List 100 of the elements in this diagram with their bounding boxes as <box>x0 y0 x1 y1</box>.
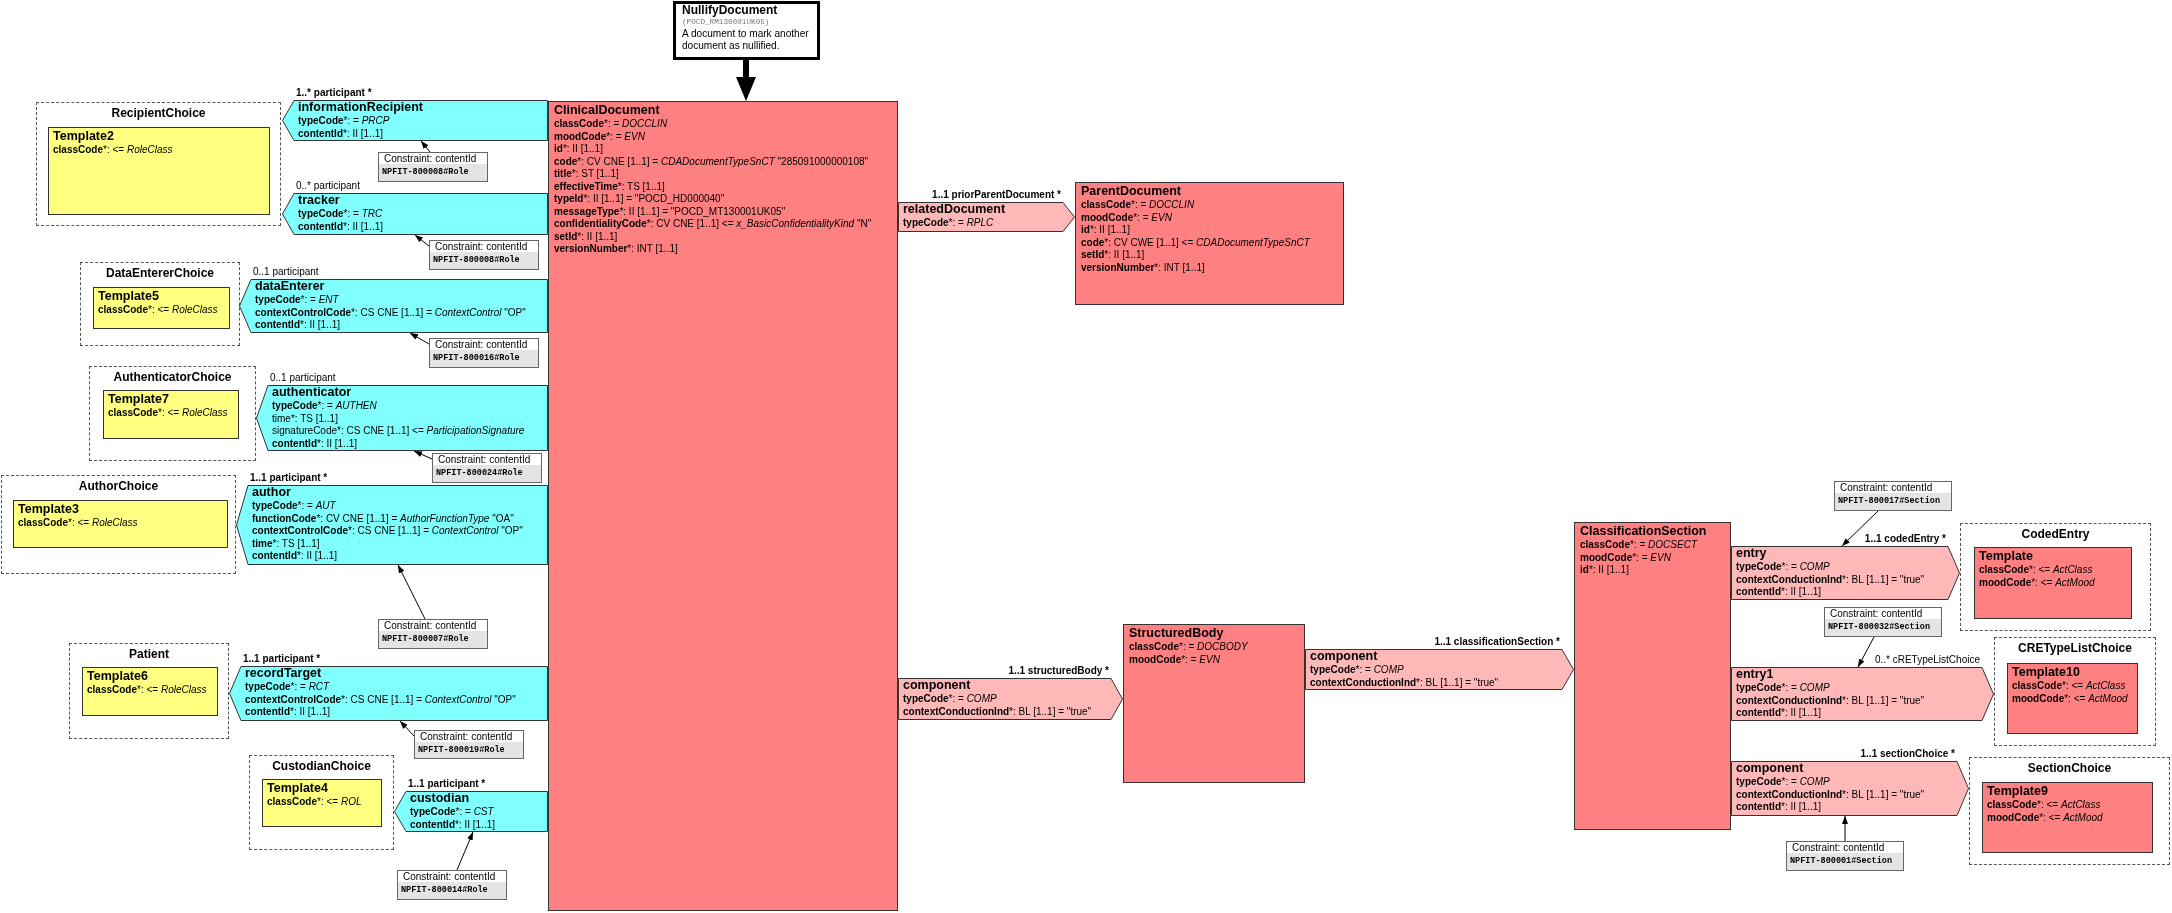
attribute-line: typeCode*: = COMP <box>1736 682 1830 695</box>
attribute-line: classCode*: <= RoleClass <box>108 407 228 420</box>
choice-box <box>80 262 240 346</box>
attribute-line: typeCode*: = ENT <box>255 294 339 307</box>
constraint-code: NPFIT-800008#Role <box>381 166 470 178</box>
template-box <box>2007 663 2138 734</box>
choice-box <box>36 102 281 226</box>
cardinality-label: 1..1 participant * <box>408 778 486 790</box>
template-box <box>103 390 239 439</box>
constraint-note <box>378 152 488 182</box>
cardinality-label: 1..1 priorParentDocument * <box>932 189 1061 201</box>
class-name: Template5 <box>98 289 159 304</box>
class-name: Template4 <box>267 781 328 796</box>
attribute-line: classCode*: = DOCCLIN <box>554 118 668 131</box>
arrow <box>1842 815 1848 842</box>
attribute-line: classCode*: = DOCSECT <box>1580 539 1697 552</box>
class-box <box>548 101 898 911</box>
relationship-name: informationRecipient <box>298 100 423 115</box>
attribute-line: typeCode*: = COMP <box>1736 561 1830 574</box>
choice-name: DataEntererChoice <box>105 266 214 281</box>
act-relationship-shape <box>1731 667 1994 721</box>
attribute-line: contextConductionInd*: BL [1..1] = "true" <box>1310 676 1499 689</box>
choice-name: CRETypeListChoice <box>2018 641 2132 656</box>
class-name: Template10 <box>2012 665 2080 680</box>
choice-name: SectionChoice <box>2027 761 2112 776</box>
attribute-line: signatureCode*: CS CNE [1..1] <= ParticipationSignature <box>272 425 525 438</box>
relationship-name: recordTarget <box>245 666 322 681</box>
constraint-note <box>414 730 524 759</box>
model-box <box>673 1 820 60</box>
class-name: ClinicalDocument <box>554 103 660 118</box>
class-name: Template <box>1979 549 2033 564</box>
choice-box <box>69 643 229 739</box>
class-name: Template7 <box>108 392 169 407</box>
attribute-line: id*: II [1..1] <box>1580 564 1629 577</box>
constraint-code: NPFIT-800019#Role <box>417 744 506 756</box>
template-box <box>13 500 228 548</box>
constraint-note <box>397 870 507 900</box>
attribute-line: contentId*: II [1..1] <box>1736 707 1822 720</box>
attribute-line: contentId*: II [1..1] <box>298 220 384 233</box>
description: A document to mark another document as nullified. <box>682 27 810 52</box>
participation-shape <box>282 193 548 235</box>
template-box <box>82 667 218 716</box>
constraint-note <box>1824 607 1942 637</box>
act-relationship-shape <box>1305 649 1574 690</box>
template-box <box>262 779 382 827</box>
cardinality-label: 1..1 sectionChoice * <box>1860 748 1955 760</box>
attribute-line: contextConductionInd*: BL [1..1] = "true" <box>1736 694 1925 707</box>
act-relationship-shape <box>1731 761 1969 816</box>
attribute-line: id*: II [1..1] <box>1081 224 1130 237</box>
attribute-line: typeCode*: = PRCP <box>298 115 390 128</box>
attribute-line: confidentialityCode*: CV CNE [1..1] <= x_BasicConfidentialityKind "N" <box>554 218 872 231</box>
choice-name: CustodianChoice <box>272 759 371 774</box>
arrow <box>413 450 433 460</box>
attribute-line: typeCode*: = AUT <box>252 500 336 513</box>
choice-box <box>1 475 236 574</box>
attribute-line: moodCode*: <= ActMood <box>1987 811 2103 824</box>
attribute-line: setId*: II [1..1] <box>1081 249 1145 262</box>
act-relationship-shape <box>898 678 1123 720</box>
attribute-line: classCode*: = DOCBODY <box>1129 641 1248 654</box>
attribute-line: contentId*: II [1..1] <box>245 706 331 719</box>
arrow <box>456 831 474 871</box>
attribute-line: contentId*: II [1..1] <box>298 127 384 140</box>
attribute-line: contextConductionInd*: BL [1..1] = "true" <box>903 705 1092 718</box>
attribute-line: classCode*: = DOCCLIN <box>1081 199 1195 212</box>
attribute-line: contentId*: II [1..1] <box>255 319 341 332</box>
cardinality-label: 0..* participant <box>296 180 360 192</box>
choice-box <box>1994 637 2156 746</box>
relationship-name: relatedDocument <box>903 202 1006 217</box>
class-box <box>1075 182 1344 305</box>
attribute-line: contextControlCode*: CS CNE [1..1] = ContextControl "OP" <box>245 693 516 706</box>
class-name: Template3 <box>18 502 79 517</box>
constraint-note <box>432 453 542 483</box>
participation-shape <box>394 791 548 832</box>
relationship-name: entry <box>1736 546 1767 561</box>
relationship-name: entry1 <box>1736 667 1774 682</box>
constraint-code: NPFIT-800014#Role <box>400 884 489 896</box>
attribute-line: contentId*: II [1..1] <box>1736 801 1822 814</box>
cardinality-label: 1..1 codedEntry * <box>1864 533 1946 545</box>
attribute-line: moodCode*: = EVN <box>1081 211 1172 224</box>
attribute-line: setId*: II [1..1] <box>554 230 618 243</box>
attribute-line: messageType*: II [1..1] = "POCD_MT130001UK05" <box>554 205 786 218</box>
arrow <box>1841 510 1879 547</box>
constraint-note <box>429 240 539 270</box>
constraint-code: NPFIT-800008#Role <box>432 254 521 266</box>
cardinality-label: 1..1 participant * <box>250 472 328 484</box>
attribute-line: classCode*: <= ActClass <box>2012 680 2126 693</box>
constraint-note <box>1834 481 1952 511</box>
attribute-line: contentId*: II [1..1] <box>252 550 338 563</box>
constraint-code: NPFIT-800017#Section <box>1837 495 1942 507</box>
relationship-name: custodian <box>410 791 470 806</box>
arrow <box>736 60 756 101</box>
attribute-line: moodCode*: <= ActMood <box>1979 576 2095 589</box>
attribute-line: typeCode*: = COMP <box>903 693 997 706</box>
constraint-note <box>378 619 488 649</box>
cardinality-label: 1..1 structuredBody * <box>1008 665 1109 677</box>
class-name: ParentDocument <box>1081 184 1182 199</box>
class-box <box>1574 522 1731 830</box>
template-box <box>1974 547 2132 619</box>
model-name: NullifyDocument <box>682 4 778 18</box>
attribute-line: contextControlCode*: CS CNE [1..1] = ContextControl "OP" <box>255 306 526 319</box>
